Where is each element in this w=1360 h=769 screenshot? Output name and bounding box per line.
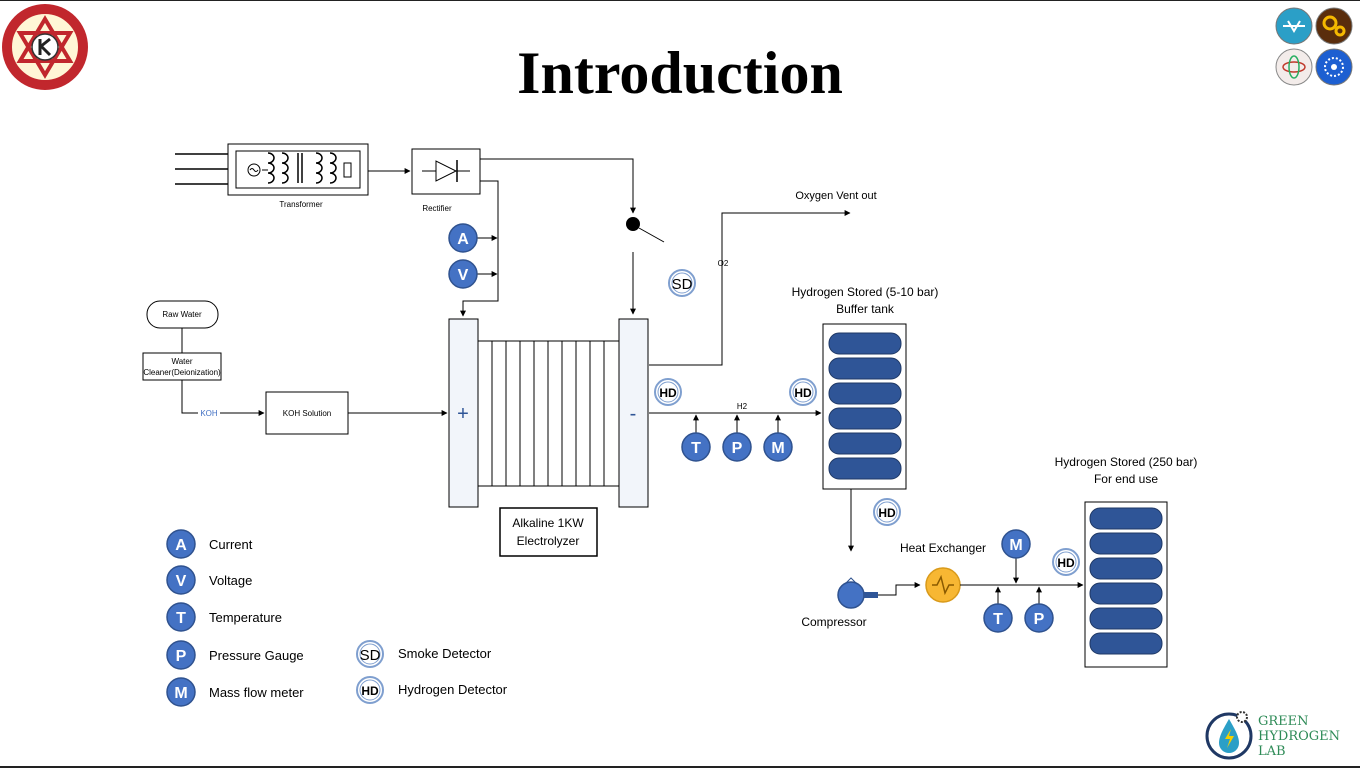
pressure-gauge-storage: P bbox=[1024, 603, 1054, 633]
electrolyzer-stack bbox=[448, 318, 649, 508]
svg-text:T: T bbox=[176, 610, 186, 627]
buffer-tank-title: Hydrogen Stored (5-10 bar) bbox=[792, 285, 939, 299]
svg-text:P: P bbox=[732, 440, 743, 457]
compressor-label: Compressor bbox=[801, 615, 866, 629]
legend-smoke: SD Smoke Detector bbox=[356, 640, 492, 668]
svg-text:M: M bbox=[1009, 537, 1022, 554]
legend-current: A Current bbox=[166, 529, 253, 559]
hydrogen-detector-tank: HD bbox=[873, 498, 901, 526]
svg-text:Current: Current bbox=[209, 537, 253, 552]
svg-text:HD: HD bbox=[794, 386, 812, 400]
svg-text:P: P bbox=[1034, 611, 1045, 628]
svg-text:HD: HD bbox=[1057, 556, 1075, 570]
svg-text:HD: HD bbox=[361, 684, 379, 698]
svg-text:Voltage: Voltage bbox=[209, 573, 252, 588]
svg-text:T: T bbox=[691, 440, 701, 457]
svg-text:A: A bbox=[175, 537, 187, 554]
cathode-minus-label: - bbox=[630, 403, 637, 425]
legend-hydrogen: HD Hydrogen Detector bbox=[356, 676, 508, 704]
current-meter: A bbox=[448, 223, 478, 253]
smoke-detector-icon: SD bbox=[668, 269, 696, 297]
hydrogen-detector-electrolyzer: HD bbox=[654, 378, 682, 406]
svg-text:Alkaline 1KW: Alkaline 1KW bbox=[512, 516, 584, 530]
svg-text:Electrolyzer: Electrolyzer bbox=[517, 534, 580, 548]
temperature-sensor-storage: T bbox=[983, 603, 1013, 633]
hydrogen-detector-storage: HD bbox=[1052, 548, 1080, 576]
anode-plus-label: + bbox=[457, 403, 469, 425]
legend-temperature: T Temperature bbox=[166, 602, 282, 632]
university-seal-logo bbox=[2, 4, 88, 90]
temperature-sensor-h2: T bbox=[681, 432, 711, 462]
svg-text:T: T bbox=[993, 611, 1003, 628]
svg-text:P: P bbox=[176, 648, 187, 665]
svg-text:A: A bbox=[457, 231, 469, 248]
storage-tank-title: Hydrogen Stored (250 bar) bbox=[1055, 455, 1198, 469]
svg-text:Temperature: Temperature bbox=[209, 610, 282, 625]
storage-tank bbox=[1084, 501, 1168, 668]
buffer-tank-subtitle: Buffer tank bbox=[836, 302, 895, 316]
page-title: Introduction bbox=[517, 40, 843, 106]
svg-text:SD: SD bbox=[360, 647, 381, 664]
mass-flow-meter-h2: M bbox=[763, 432, 793, 462]
buffer-tank bbox=[822, 323, 907, 490]
water-cleaner-box: Water Cleaner(Deionization) bbox=[142, 352, 222, 381]
koh-solution-box: KOH Solution bbox=[265, 391, 349, 435]
green-hydrogen-lab-logo: GREEN HYDROGEN LAB bbox=[1205, 711, 1340, 760]
svg-text:Smoke Detector: Smoke Detector bbox=[398, 646, 492, 661]
svg-text:HYDROGEN: HYDROGEN bbox=[1258, 729, 1340, 744]
svg-text:KOH Solution: KOH Solution bbox=[283, 409, 331, 418]
input-power-lines bbox=[175, 153, 228, 185]
legend: A Current V Voltage T Temperature P Pres… bbox=[166, 529, 508, 707]
svg-text:Hydrogen Detector: Hydrogen Detector bbox=[398, 682, 508, 697]
svg-text:Mass flow meter: Mass flow meter bbox=[209, 685, 304, 700]
svg-text:HD: HD bbox=[878, 506, 896, 520]
rectifier-icon bbox=[411, 148, 481, 195]
storage-tank-subtitle: For end use bbox=[1094, 472, 1158, 486]
svg-text:M: M bbox=[771, 440, 784, 457]
raw-water-node: Raw Water bbox=[146, 300, 219, 329]
svg-text:Cleaner(Deionization): Cleaner(Deionization) bbox=[143, 368, 221, 377]
switch-icon bbox=[626, 217, 665, 243]
svg-text:Pressure Gauge: Pressure Gauge bbox=[209, 648, 304, 663]
svg-text:V: V bbox=[458, 267, 469, 284]
legend-pressure: P Pressure Gauge bbox=[166, 640, 304, 670]
svg-text:V: V bbox=[176, 573, 187, 590]
mass-flow-meter-storage: M bbox=[1001, 529, 1031, 559]
voltage-meter: V bbox=[448, 259, 478, 289]
legend-voltage: V Voltage bbox=[166, 565, 252, 595]
rectifier-label: Rectifier bbox=[422, 204, 452, 213]
svg-text:GREEN: GREEN bbox=[1258, 714, 1309, 729]
svg-text:M: M bbox=[174, 685, 187, 702]
pressure-gauge-h2: P bbox=[722, 432, 752, 462]
department-icons-logo bbox=[1275, 7, 1353, 86]
legend-mass-flow: M Mass flow meter bbox=[166, 677, 304, 707]
o2-label: O2 bbox=[718, 259, 729, 268]
compressor-icon bbox=[837, 577, 878, 609]
oxygen-vent-label: Oxygen Vent out bbox=[795, 190, 876, 202]
svg-text:HD: HD bbox=[659, 386, 677, 400]
transformer-label: Transformer bbox=[279, 200, 323, 209]
svg-text:SD: SD bbox=[672, 276, 693, 293]
heat-exchanger-label: Heat Exchanger bbox=[900, 541, 986, 555]
heat-exchanger-icon bbox=[925, 567, 961, 603]
electrolyzer-label-box: Alkaline 1KW Electrolyzer bbox=[499, 507, 598, 557]
h2-label: H2 bbox=[737, 402, 748, 411]
svg-text:LAB: LAB bbox=[1258, 744, 1286, 759]
svg-text:Water: Water bbox=[171, 357, 192, 366]
koh-label: KOH bbox=[200, 409, 218, 418]
transformer-icon bbox=[227, 143, 369, 196]
svg-text:Raw Water: Raw Water bbox=[162, 310, 202, 319]
hydrogen-detector-buffer: HD bbox=[789, 378, 817, 406]
